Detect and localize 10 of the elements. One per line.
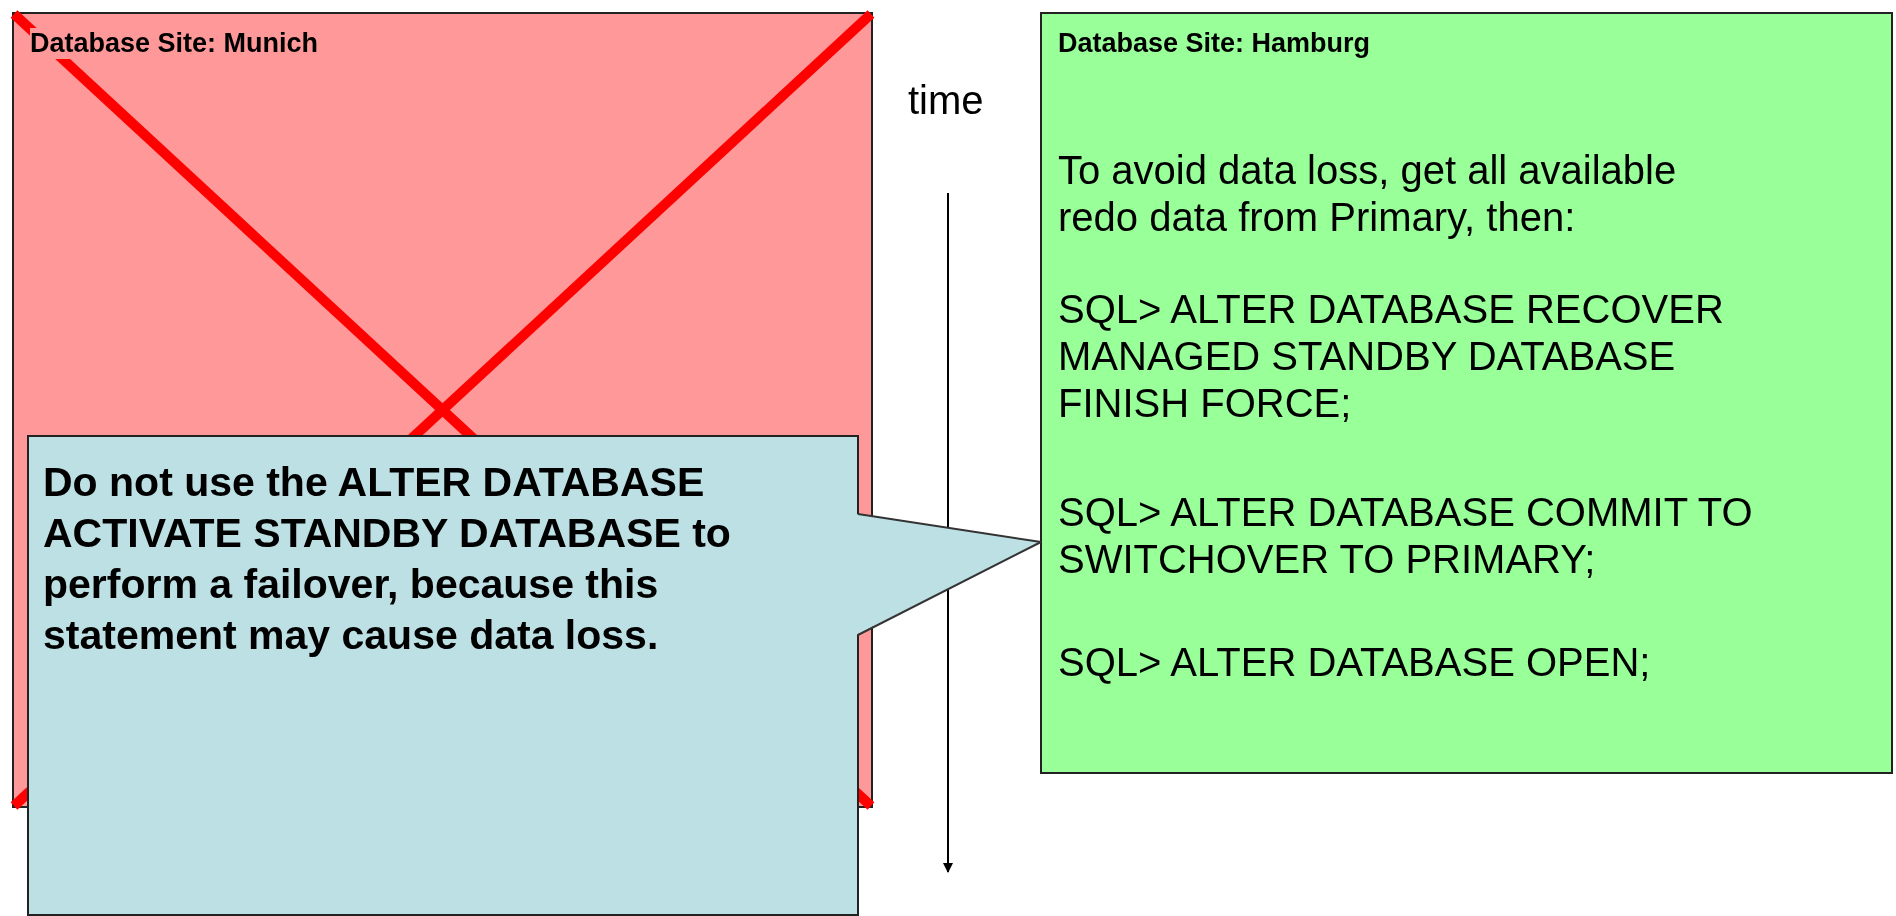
sql-command: SQL> ALTER DATABASE RECOVER MANAGED STANDBY DATABASE FINISH FORCE; [1058,286,1725,427]
instruction-text: To avoid data loss, get all available redo data from Primary, then: [1058,147,1678,241]
site-panel [1040,12,1893,774]
callout-box [27,435,859,916]
sql-command: SQL> ALTER DATABASE COMMIT TO SWITCHOVER TO PRIMARY; [1058,489,1754,583]
warning-text: Do not use the ALTER DATABASE ACTIVATE STANDBY DATABASE to perform a failover, because this statement may cause data loss. [43,458,732,660]
leader-line [857,513,1042,543]
sql-command: SQL> ALTER DATABASE OPEN; [1058,639,1652,686]
axis-label: time [908,78,984,123]
site-heading: Database Site: Munich [30,28,319,59]
